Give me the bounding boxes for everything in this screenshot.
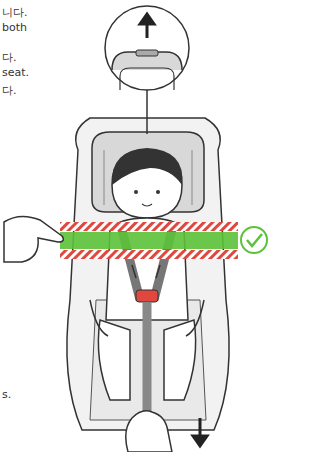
child-arms [90, 300, 204, 336]
note-text: 다. [2, 51, 17, 64]
wrong-zone [60, 222, 238, 231]
detail-circle [105, 6, 189, 90]
buckle [136, 290, 158, 302]
child-legs [98, 320, 195, 400]
note-text: 니다. [2, 6, 28, 19]
up-arrow [140, 14, 154, 38]
down-arrow [193, 418, 207, 446]
wrong-zone [60, 250, 238, 259]
adjust-handle [136, 50, 158, 56]
pointing-hand [4, 216, 63, 262]
pull-arrow [132, 265, 160, 278]
check-mark [247, 234, 262, 246]
note-text: s. [2, 388, 11, 401]
headrest-detail [120, 68, 174, 90]
check-mark [241, 227, 267, 253]
child-hair [112, 148, 182, 185]
note-text: seat. [2, 66, 29, 79]
correct-zone [60, 232, 238, 249]
pulling-hand [126, 411, 172, 452]
note-text: 다. [2, 84, 17, 97]
note-text: both [2, 21, 27, 34]
leader-line [146, 90, 148, 134]
